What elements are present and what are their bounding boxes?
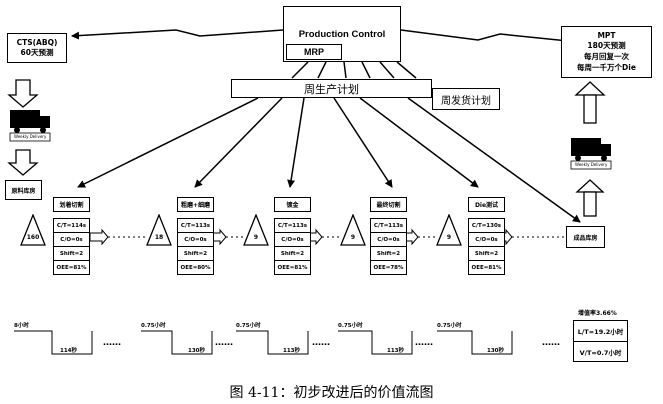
process-title: 粗磨+细磨 xyxy=(177,197,214,212)
mrp-label: MRP xyxy=(304,47,324,57)
raw-store-label: 原料库房 xyxy=(11,187,36,195)
process-data-row: C/O=0s xyxy=(275,233,310,247)
timeline-ellipsis: …… xyxy=(312,338,330,348)
hollow-arrow-up-2 xyxy=(575,179,605,217)
production-control-title: Production Control xyxy=(298,29,386,40)
process-time: 114秒 xyxy=(60,348,77,354)
process-data-row: Shift=2 xyxy=(178,247,213,261)
truck-icon xyxy=(9,110,51,142)
timeline-ellipsis: …… xyxy=(542,338,560,348)
truck-icon xyxy=(570,138,612,170)
timeline-ladder xyxy=(14,330,513,355)
inventory-count: 9 xyxy=(254,234,258,241)
customer-forecast: 60天预测 xyxy=(20,48,54,57)
hollow-arrow-down-2 xyxy=(7,149,39,176)
supplier-line: 180天预测 xyxy=(587,41,626,50)
lead-time-summary: L/T=19.2小时 V/T=0.7小时 xyxy=(573,320,628,362)
weekly-schedule-box: 周生产计划 xyxy=(231,79,432,98)
inventory-triangle-icon: 9 xyxy=(243,214,269,246)
process-data-row: C/O=0s xyxy=(371,233,406,247)
wait-time: 0.75小时 xyxy=(141,323,166,329)
weekly-schedule-label: 周生产计划 xyxy=(304,82,359,96)
raw-material-store: 原料库房 xyxy=(5,180,42,200)
process-data-row: OEE=81% xyxy=(277,265,308,271)
inventory-triangle-icon: 18 xyxy=(146,214,172,246)
process-data-row: C/T=113s xyxy=(275,219,310,233)
process-data-row: OEE=78% xyxy=(373,265,404,271)
process-data-row: OEE=81% xyxy=(471,265,502,271)
supplier-line: 每月回复一次 xyxy=(584,52,629,61)
shipping-schedule-label: 周发货计划 xyxy=(441,95,491,107)
process-data-row: Shift=2 xyxy=(54,247,89,261)
timeline-ellipsis: …… xyxy=(415,338,433,348)
wait-time: 8小时 xyxy=(14,323,29,329)
process-time: 130秒 xyxy=(188,348,205,354)
production-control-box: Production Control xyxy=(283,6,401,62)
process-data-row: OEE=80% xyxy=(180,265,211,271)
process-title: 镀金 xyxy=(274,197,311,212)
process-time: 113秒 xyxy=(283,348,300,354)
finished-goods-store: 成品库房 xyxy=(566,226,605,248)
supplier-line: 每周一千万个Die xyxy=(577,63,636,72)
process-data-row: C/O=0s xyxy=(54,233,89,247)
process-title: Die测试 xyxy=(468,197,505,212)
process-data-row: C/T=113s xyxy=(178,219,213,233)
hollow-arrow-up-1 xyxy=(574,81,606,124)
process-data-row: C/O=0s xyxy=(469,233,504,247)
hollow-arrow-down-1 xyxy=(7,79,39,108)
process-data-row: C/T=114s xyxy=(54,219,89,233)
truck-label: Weekly Delivery xyxy=(14,134,47,139)
shipping-schedule-box: 周发货计划 xyxy=(432,88,500,110)
process-title: 最终切割 xyxy=(370,197,407,212)
figure-caption-wrap: 图 4-11：初步改进后的价值流图 xyxy=(0,383,663,401)
process-data-row: C/T=130s xyxy=(469,219,504,233)
inventory-triangle-icon: 160 xyxy=(20,214,46,246)
process-time: 113秒 xyxy=(387,348,404,354)
wait-time: 0.75小时 xyxy=(236,323,261,329)
inventory-count: 9 xyxy=(351,234,355,241)
supplier-name: MPT xyxy=(597,31,616,40)
process-data-row: OEE=81% xyxy=(56,265,87,271)
info-flow-arrows xyxy=(71,29,581,223)
value-added-ratio: 增值率3.66% xyxy=(578,310,617,317)
wait-time: 0.75小时 xyxy=(338,323,363,329)
inventory-count: 160 xyxy=(27,234,40,241)
figure-caption: 图 4-11：初步改进后的价值流图 xyxy=(229,385,434,401)
customer-box: CTS(ABQ) 60天预测 xyxy=(7,33,67,63)
mrp-box: MRP xyxy=(286,44,342,60)
process-time: 130秒 xyxy=(487,348,504,354)
process-data-row: C/T=113s xyxy=(371,219,406,233)
process-data-row: Shift=2 xyxy=(469,247,504,261)
finished-store-label: 成品库房 xyxy=(573,234,598,242)
inventory-triangle-icon: 9 xyxy=(436,214,462,246)
inventory-count: 9 xyxy=(447,234,451,241)
process-title: 划着切割 xyxy=(53,197,90,212)
lead-time: L/T=19.2小时 xyxy=(577,328,624,336)
inventory-triangle-icon: 9 xyxy=(340,214,366,246)
wait-time: 0.75小时 xyxy=(437,323,462,329)
supplier-box: MPT 180天预测 每月回复一次 每周一千万个Die xyxy=(561,26,652,78)
timeline-ellipsis: …… xyxy=(103,338,121,348)
process-data-row: Shift=2 xyxy=(371,247,406,261)
inventory-count: 18 xyxy=(155,234,163,241)
timeline-ellipsis: …… xyxy=(215,338,233,348)
truck-label: Weekly Delivery xyxy=(575,162,608,167)
process-data-row: Shift=2 xyxy=(275,247,310,261)
customer-name: CTS(ABQ) xyxy=(16,38,58,47)
process-data-row: C/O=0s xyxy=(178,233,213,247)
value-time: V/T=0.7小时 xyxy=(579,349,622,357)
